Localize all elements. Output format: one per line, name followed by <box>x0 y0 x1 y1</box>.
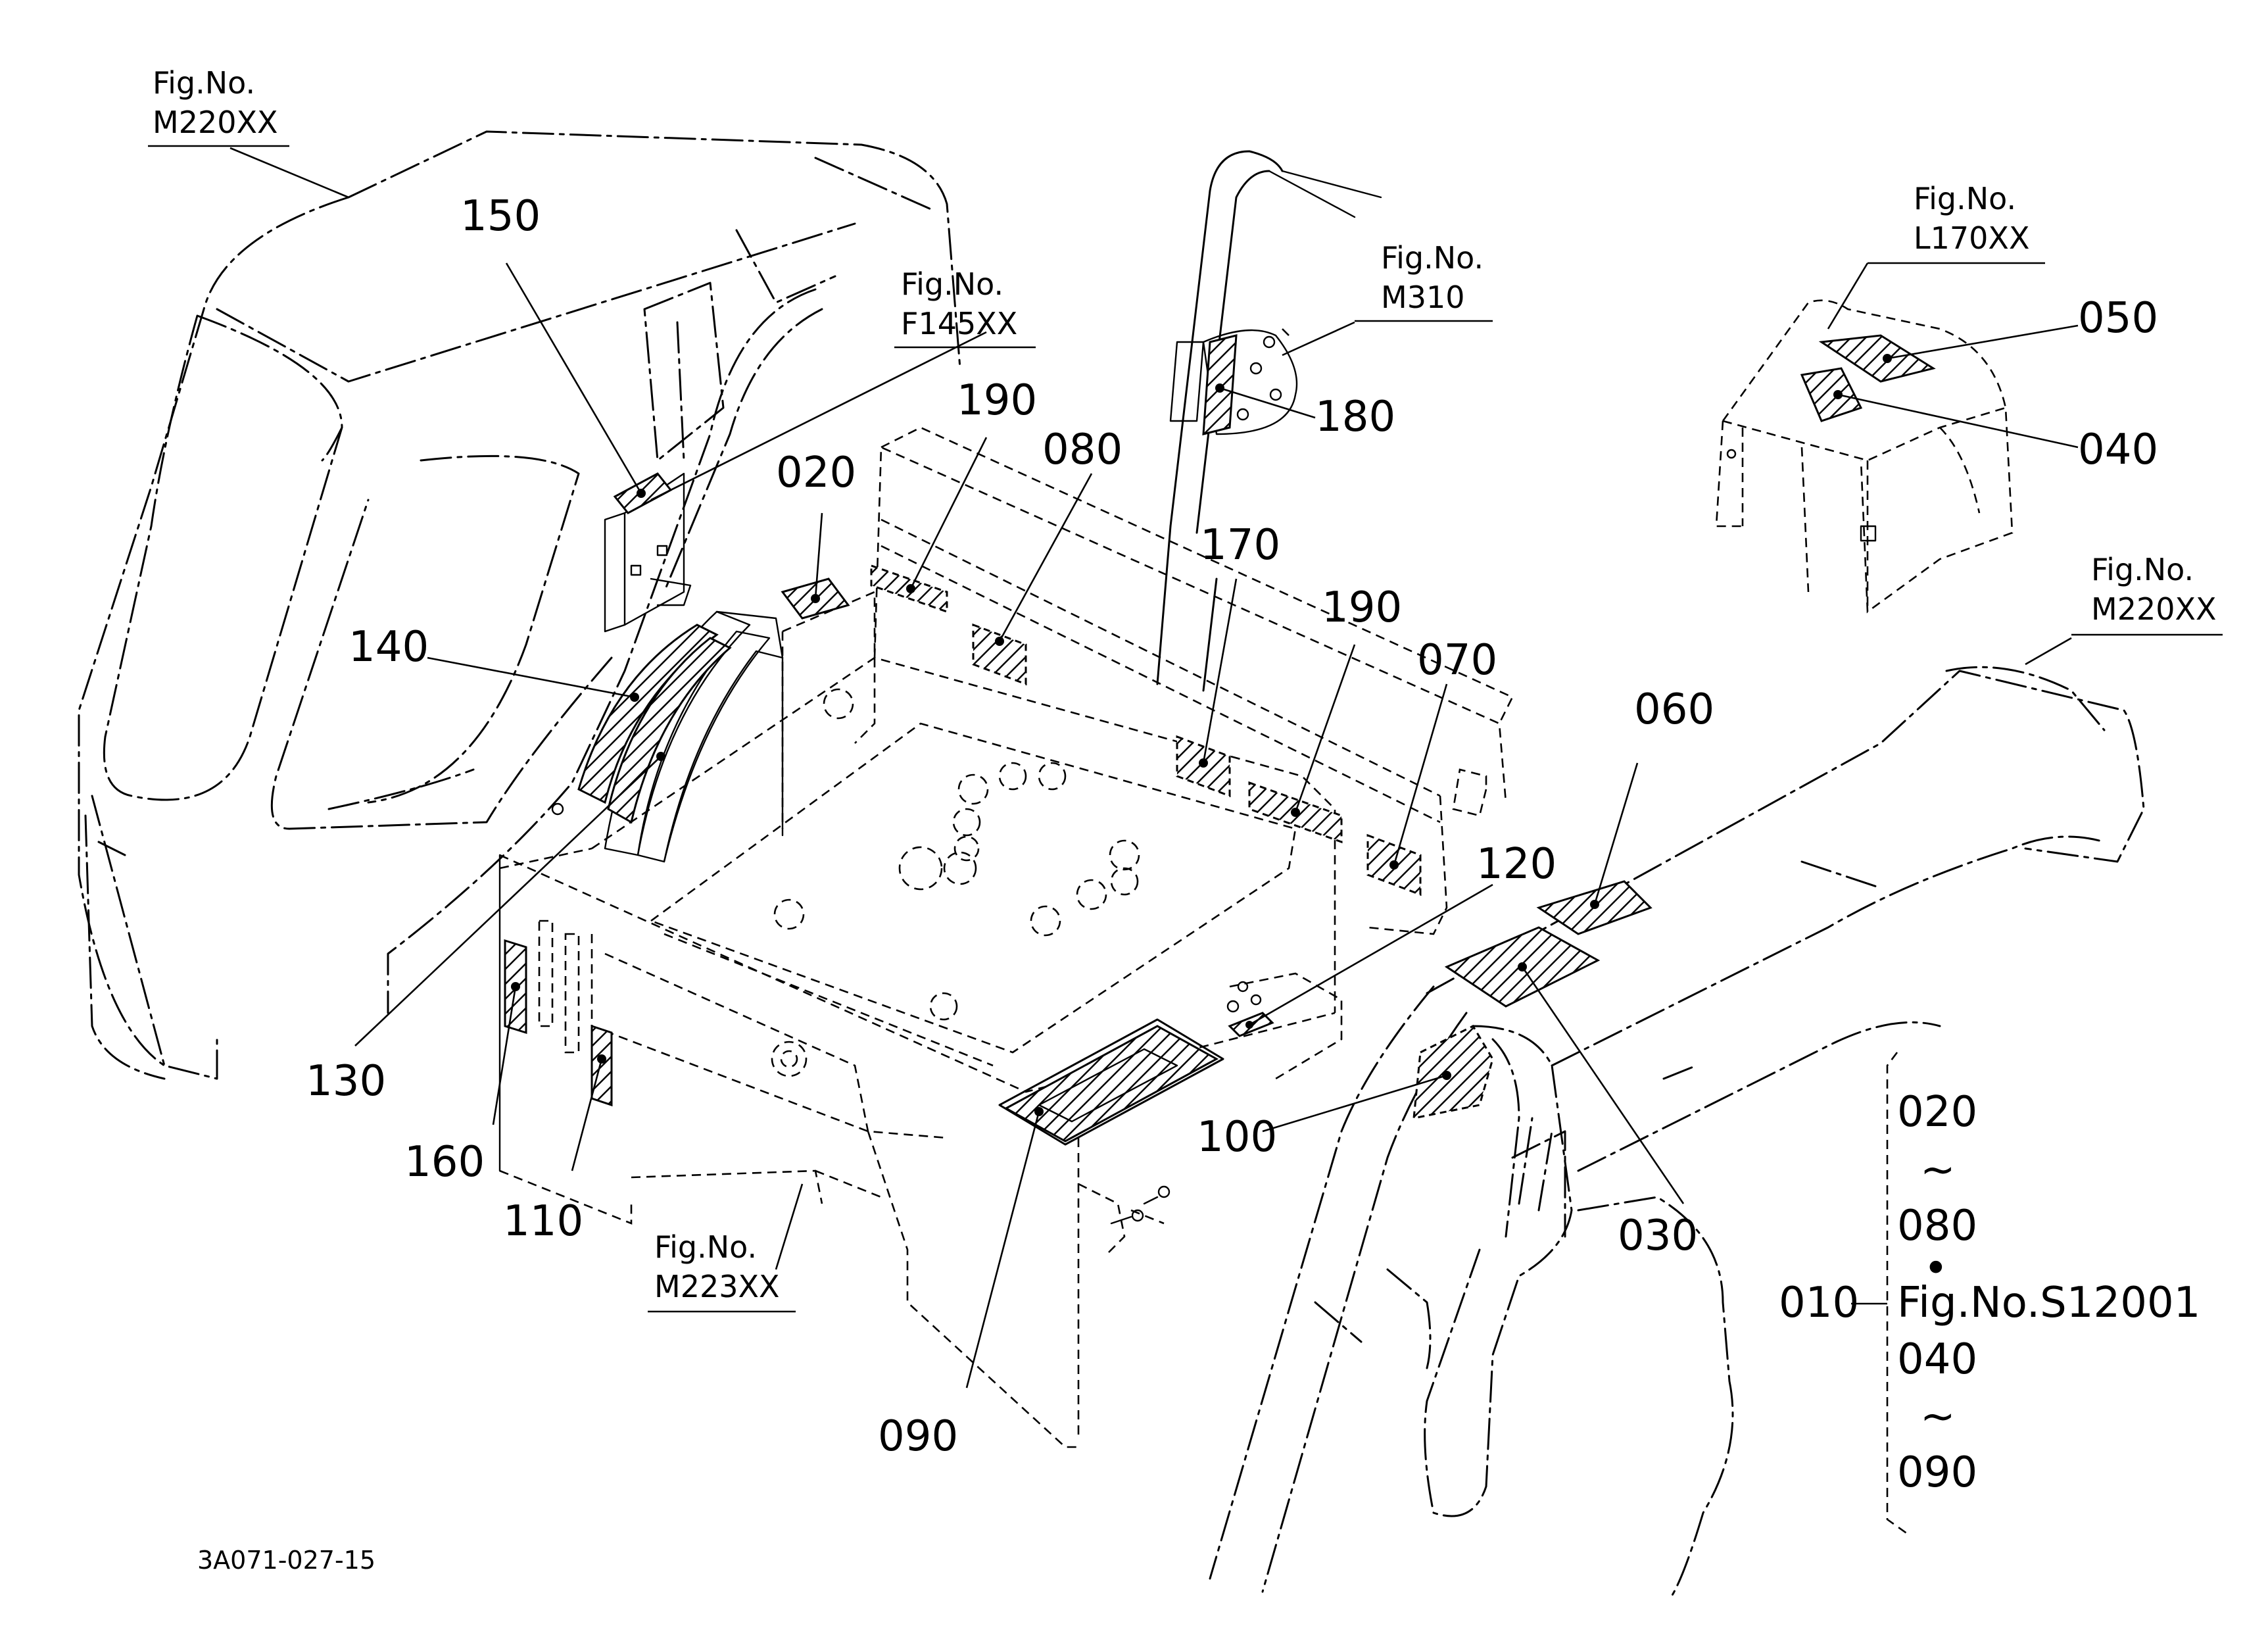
legend-range-2: ~ <box>1920 1392 1956 1441</box>
fig-ref-m223: Fig.No. M223XX <box>648 1229 796 1313</box>
fig-ref-code: L170XX <box>1914 220 2029 256</box>
fig-ref-code: M220XX <box>153 105 278 140</box>
callout-080: 080 <box>1042 426 1122 474</box>
right-top-cover <box>1715 299 2014 614</box>
callout-120: 120 <box>1476 840 1556 889</box>
decal-060 <box>1536 880 1653 935</box>
callout-070: 070 <box>1417 636 1497 685</box>
callout-190a: 190 <box>957 376 1037 425</box>
handle-bar <box>1156 150 1382 692</box>
decal-170 <box>1176 735 1231 798</box>
fig-ref-m220-top: Fig.No. M220XX <box>148 65 289 147</box>
fig-ref-f145: Fig.No. F145XX <box>894 266 1036 349</box>
decal-080 <box>972 623 1027 686</box>
center-cover-assembly <box>498 426 1514 1448</box>
callout-090: 090 <box>878 1412 958 1461</box>
fig-ref-m310: Fig.No. M310 <box>1355 240 1493 322</box>
callout-190b: 190 <box>1322 583 1402 632</box>
fig-ref-label: Fig.No. <box>1381 240 1484 276</box>
fig-ref-m220-right: Fig.No. M220XX <box>2071 552 2223 636</box>
decal-050 <box>1818 334 1936 383</box>
fig-ref-code: M220XX <box>2091 591 2217 627</box>
decal-040 <box>1800 367 1863 422</box>
callout-020: 020 <box>776 449 856 497</box>
fig-ref-code: M223XX <box>654 1269 780 1304</box>
legend-fig-ref: Fig.No.S12001 <box>1897 1279 2200 1327</box>
fig-ref-label: Fig.No. <box>153 65 255 101</box>
legend-item-020: 020 <box>1897 1088 1977 1137</box>
callout-100: 100 <box>1197 1113 1277 1162</box>
fig-ref-label: Fig.No. <box>1914 181 2016 216</box>
legend-item-090: 090 <box>1897 1448 1977 1497</box>
decal-090 <box>1003 1025 1219 1143</box>
part-callouts: 150 140 130 160 110 020 190 080 180 170 … <box>306 192 2158 1461</box>
assembly-legend: 010 020 ~ 080 • Fig.No.S12001 040 ~ 090 <box>1779 1052 2200 1537</box>
legend-range-1: ~ <box>1920 1146 1956 1194</box>
callout-170: 170 <box>1200 521 1280 570</box>
right-fender-outline <box>1209 666 2145 1600</box>
callout-050: 050 <box>2078 294 2158 343</box>
callout-040: 040 <box>2078 426 2158 474</box>
callout-030: 030 <box>1618 1212 1698 1260</box>
decal-100 <box>1412 1025 1494 1119</box>
callout-160: 160 <box>404 1138 485 1187</box>
callout-110: 110 <box>503 1197 583 1246</box>
left-fender-outline <box>78 130 961 1080</box>
legend-item-080: 080 <box>1897 1202 1977 1250</box>
fig-ref-code: M310 <box>1381 280 1465 315</box>
legend-item-040: 040 <box>1897 1335 1977 1384</box>
decal-180 <box>1202 334 1238 435</box>
callout-060: 060 <box>1634 685 1714 734</box>
fig-ref-l170: Fig.No. L170XX <box>1868 181 2045 264</box>
fig-ref-label: Fig.No. <box>654 1229 757 1265</box>
leader-lines <box>229 147 2079 1389</box>
decal-110 <box>591 1024 613 1107</box>
fig-ref-label: Fig.No. <box>901 266 1003 302</box>
legend-parent: 010 <box>1779 1279 1859 1327</box>
fig-ref-code: F145XX <box>901 306 1017 341</box>
callout-180: 180 <box>1315 393 1395 441</box>
callout-130: 130 <box>306 1057 386 1106</box>
callout-140: 140 <box>349 623 429 672</box>
fig-ref-label: Fig.No. <box>2091 552 2194 587</box>
legend-bullet: • <box>1923 1244 1948 1293</box>
drawing-code: 3A071-027-15 <box>197 1546 375 1575</box>
callout-150: 150 <box>460 192 541 241</box>
